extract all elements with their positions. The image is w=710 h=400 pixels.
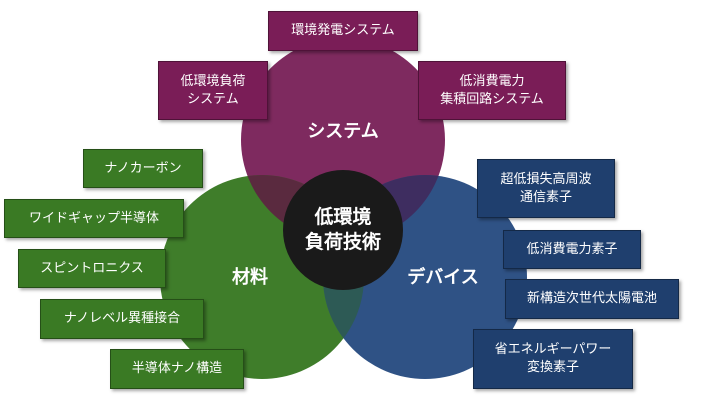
system-circle-label: システム: [307, 121, 379, 142]
device-circle-label: デバイス: [407, 267, 479, 288]
material-item-nano-heterojunction: ナノレベル異種接合: [40, 299, 204, 339]
device-item-low-power-element: 低消費電力素子: [503, 230, 641, 269]
material-item-semiconductor-nanostructure: 半導体ナノ構造: [110, 349, 244, 389]
system-item-low-power-ic: 低消費電力 集積回路システム: [418, 61, 566, 120]
material-item-wide-gap-semiconductor: ワイドギャップ半導体: [4, 199, 184, 238]
system-item-low-impact-system: 低環境負荷 システム: [158, 61, 268, 120]
device-item-power-conversion: 省エネルギーパワー 変換素子: [473, 329, 633, 389]
material-item-spintronics: スピントロニクス: [18, 249, 166, 288]
system-item-energy-harvesting: 環境発電システム: [268, 11, 418, 51]
device-item-rf-element: 超低損失高周波 通信素子: [477, 159, 615, 218]
device-item-solar-cell: 新構造次世代太陽電池: [505, 279, 679, 319]
material-circle-label: 材料: [232, 267, 268, 288]
material-item-nanocarbon: ナノカーボン: [83, 149, 203, 188]
center-label: 低環境 負荷技術: [304, 206, 381, 253]
center-circle: [283, 170, 403, 290]
